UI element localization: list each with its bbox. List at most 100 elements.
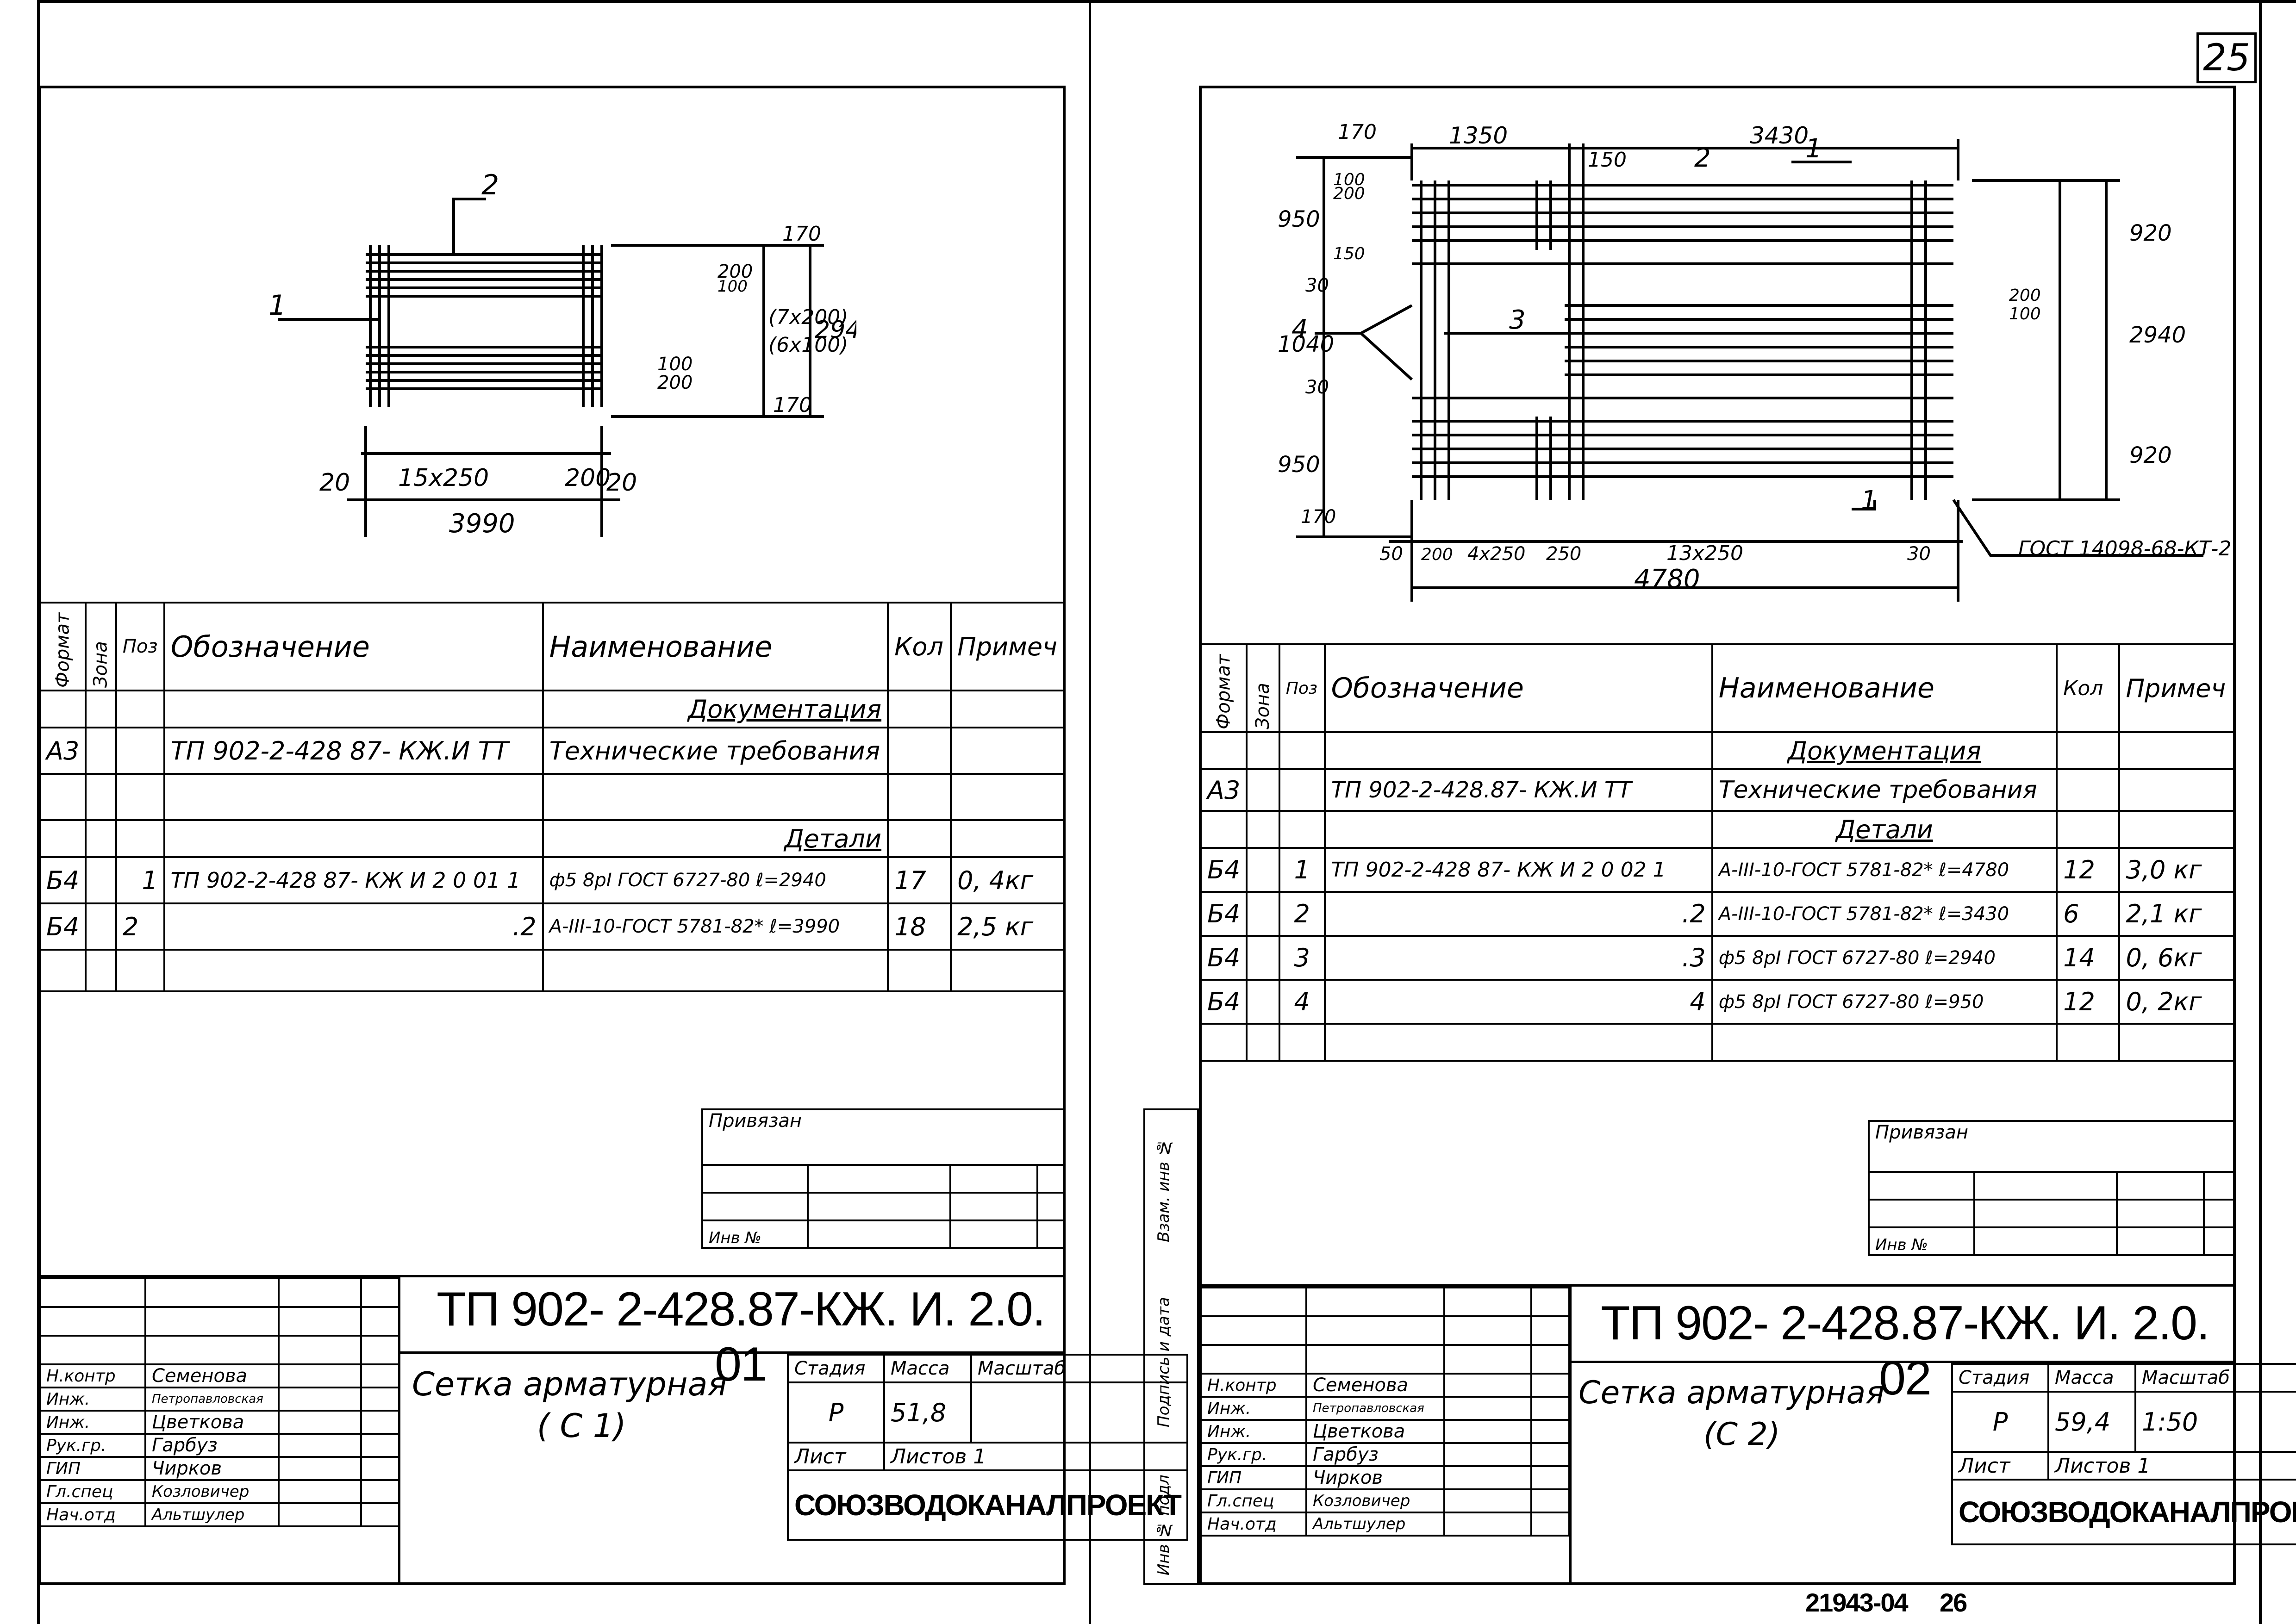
right-pos4: 4 [1292, 314, 1308, 344]
left-p0-name: Семенова [144, 1363, 280, 1388]
right-spec-h-note: Примеч [2118, 643, 2235, 733]
right-row1-pos: 1 [1278, 847, 1326, 893]
right-tb-name2: (С 2) [1703, 1416, 1780, 1453]
left-row2-note: 2,5 кг [950, 902, 1065, 951]
right-side-label-0: Взам. инв № [1154, 1138, 1173, 1242]
right-dim-50: 50 [1379, 543, 1403, 565]
left-mass-label: Масса [883, 1354, 972, 1383]
right-dim-170: 170 [1338, 120, 1377, 144]
right-p3-name: Гарбуз [1305, 1442, 1445, 1467]
page-number: 25 [2196, 32, 2257, 83]
left-scale [970, 1381, 1188, 1444]
right-p3-role: Рук.гр. [1200, 1442, 1307, 1467]
right-stage-label: Стадия [1951, 1363, 2049, 1393]
left-p5-role: Гл.спец [39, 1479, 146, 1504]
right-tb-stage-grid: Стадия Масса Масштаб Р 59,4 1:50 Лист Ли… [1951, 1363, 2296, 1545]
left-org: СОЮЗВОДОКАНАЛПРОЕКТ [787, 1469, 1188, 1541]
left-pos1: 1 [268, 289, 286, 322]
left-inv: Инв № [701, 1220, 809, 1249]
left-p4-role: ГИП [39, 1456, 146, 1481]
right-row0-designation: ТП 902-2-428.87- КЖ.И ТТ [1323, 768, 1713, 812]
right-l100: 100 [1333, 170, 1365, 189]
right-side-label-1: Подпись и дата [1154, 1297, 1173, 1427]
right-row0-name: Технические требования [1711, 768, 2058, 812]
left-section-docs: Документация [688, 694, 882, 724]
right-spec-table: Формат Зона Поз Обозначение Наименование… [1199, 643, 2235, 1062]
left-p4-name: Чирков [144, 1456, 280, 1481]
right-l150: 150 [1333, 244, 1365, 263]
right-dim-920a: 920 [2129, 220, 2172, 246]
right-row3-designation: .3 [1323, 935, 1713, 981]
left-privyazan: Привязан [701, 1108, 1065, 1166]
right-pos1b: 1 [1861, 485, 1878, 516]
left-p2-name: Цветкова [144, 1410, 280, 1435]
right-dim-920b: 920 [2129, 442, 2172, 468]
left-p1-role: Инж. [39, 1387, 146, 1412]
right-row2-pos: 2 [1278, 891, 1326, 937]
left-row2-format: Б4 [38, 902, 87, 951]
right-p5-name: Козловичер [1305, 1488, 1445, 1513]
right-tb-name1: Сетка арматурная [1578, 1375, 1885, 1411]
right-row4-pos: 4 [1278, 979, 1326, 1025]
right-p2-name: Цветкова [1305, 1419, 1445, 1444]
left-p1-name: Петропавловская [144, 1387, 280, 1412]
left-row0-format: A3 [38, 727, 87, 775]
right-scale: 1:50 [2134, 1391, 2296, 1453]
left-p6-name: Альтшулер [144, 1502, 280, 1527]
right-rs100: 100 [2009, 305, 2041, 324]
right-row1-note: 3,0 кг [2118, 847, 2235, 893]
left-spec-h-name: Наименование [542, 602, 889, 691]
left-sheet-label: Лист [787, 1442, 885, 1471]
right-p0-role: Н.контр [1200, 1373, 1307, 1398]
right-row2-name: А-III-10-ГОСТ 5781-82* ℓ=3430 [1711, 891, 2058, 937]
right-spec-h-pos: Поз [1278, 643, 1326, 733]
right-row4-format: Б4 [1199, 979, 1248, 1025]
right-spec-h-format: Формат [1201, 644, 1247, 732]
left-sheet [38, 86, 1066, 1585]
right-sheet-label: Лист [1951, 1451, 2049, 1481]
left-pos2: 2 [481, 169, 499, 201]
right-l200: 200 [1333, 184, 1365, 203]
right-dim-30a: 30 [1305, 275, 1329, 296]
left-row1-format: Б4 [38, 856, 87, 904]
left-tb-top [39, 1275, 1065, 1277]
right-scale-label: Масштаб [2134, 1363, 2296, 1393]
left-scale-label: Масштаб [970, 1354, 1188, 1383]
right-p1-name: Петропавловская [1305, 1396, 1445, 1421]
right-p5-role: Гл.спец [1200, 1488, 1307, 1513]
right-section-parts: Детали [1836, 815, 1933, 844]
right-dim-30: 30 [1907, 543, 1931, 565]
right-row3-pos: 3 [1278, 935, 1326, 981]
left-tb-stage-grid: Стадия Масса Масштаб Р 51,8 Лист Листов … [787, 1354, 1188, 1541]
right-row3-name: ф5 8рI ГОСТ 6727-80 ℓ=2940 [1711, 935, 2058, 981]
right-drawing: 170 1350 3430 150 2 1 950 100 200 150 30… [1278, 120, 2231, 602]
right-dim-200: 200 [1421, 545, 1453, 564]
left-row0-pos [115, 727, 165, 775]
right-row3-note: 0, 6кг [2118, 935, 2235, 981]
left-stage: Р [787, 1381, 885, 1444]
right-stage: Р [1951, 1391, 2049, 1453]
right-gost: ГОСТ 14098-68-КТ-2 [2018, 537, 2231, 560]
right-row4-qty: 12 [2056, 979, 2121, 1025]
right-dim-250: 250 [1546, 543, 1581, 565]
right-dim-4780: 4780 [1634, 564, 1700, 594]
right-row3-format: Б4 [1199, 935, 1248, 981]
right-pos2: 2 [1694, 143, 1711, 173]
right-p0-name: Семенова [1305, 1373, 1445, 1398]
right-row0-pos [1278, 768, 1326, 812]
left-p3-name: Гарбуз [144, 1433, 280, 1458]
right-dim-170b: 170 [1301, 506, 1336, 528]
right-border [2259, 0, 2262, 1624]
right-row2-note: 2,1 кг [2118, 891, 2235, 937]
left-dim-170: 170 [782, 222, 821, 246]
left-row1-designation: ТП 902-2-428 87- КЖ И 2 0 01 1 [163, 856, 544, 904]
left-p3-role: Рук.гр. [39, 1433, 146, 1458]
left-spec-h-zone: Зона [86, 603, 116, 691]
bottom-page: 26 [1940, 1588, 1967, 1617]
left-dim-200a: 200 [718, 261, 753, 282]
left-p5-name: Козловичер [144, 1479, 280, 1504]
center-divider [1089, 0, 1091, 1624]
right-row1-format: Б4 [1199, 847, 1248, 893]
right-dim-150: 150 [1588, 148, 1627, 172]
